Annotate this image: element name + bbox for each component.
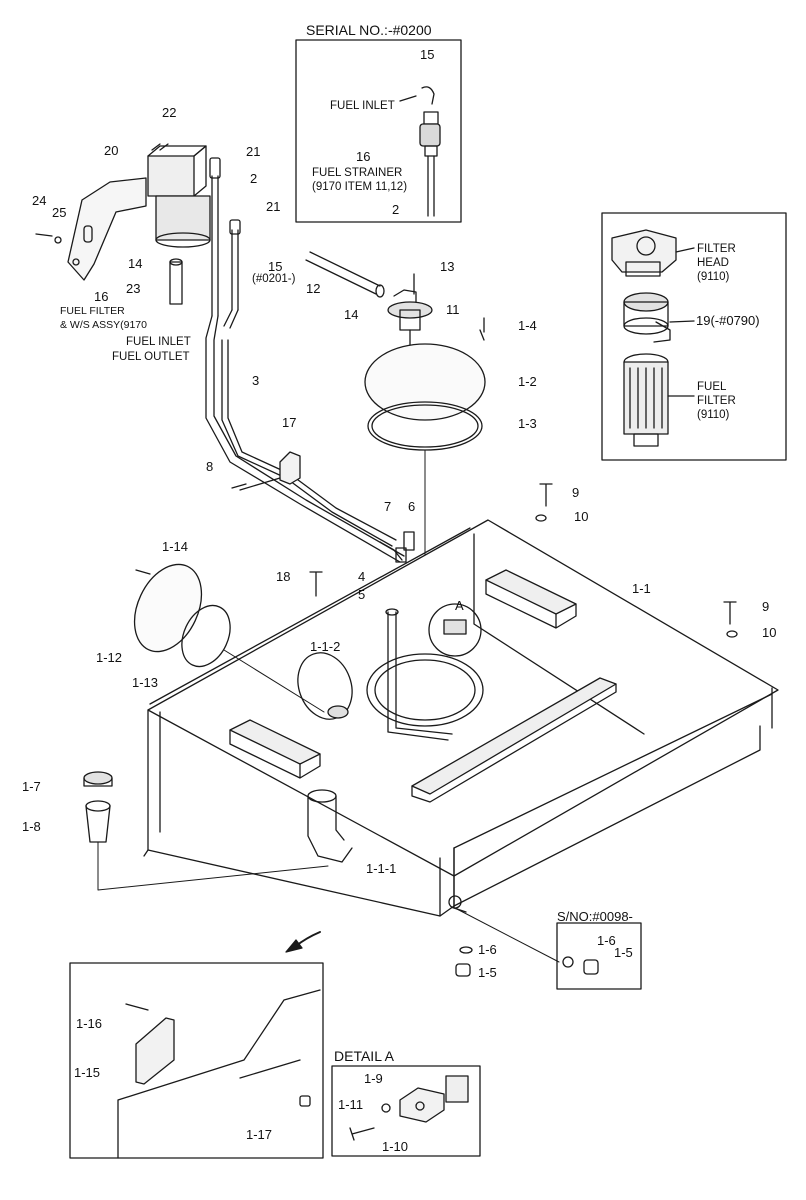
fuel-outlet-label: FUEL OUTLET bbox=[112, 351, 190, 363]
fuel-tank-drawing bbox=[143, 519, 779, 917]
callout-1-13: 1-13 bbox=[132, 675, 159, 690]
detail-a-ref: A bbox=[455, 598, 464, 613]
fuel-filter-assy-label-1: FUEL FILTER bbox=[60, 305, 125, 317]
callout-16-serial: 16 bbox=[356, 149, 371, 164]
fuel-filter-assy-label-2: & W/S ASSY(9170 bbox=[60, 319, 147, 331]
fuel-filter-assembly-drawing bbox=[35, 143, 211, 305]
callout-21-lower: 21 bbox=[266, 199, 281, 214]
callout-12: 12 bbox=[306, 281, 321, 296]
serial-inset-title: SERIAL NO.:-#0200 bbox=[306, 22, 432, 38]
filter-inset-frame bbox=[601, 212, 787, 461]
callout-1-15: 1-15 bbox=[74, 1065, 101, 1080]
fuel-line-3 bbox=[221, 339, 397, 547]
detail-a-inset-frame bbox=[331, 1065, 481, 1157]
serial-fuel-strainer-label: FUEL STRAINER bbox=[312, 167, 403, 179]
callout-16: 16 bbox=[94, 289, 109, 304]
sno-inset-frame bbox=[556, 922, 642, 990]
callout-7: 7 bbox=[384, 499, 392, 514]
detail-bottom-inset-frame bbox=[69, 962, 324, 1159]
callout-1-7: 1-7 bbox=[22, 779, 41, 794]
callout-9-lower: 9 bbox=[762, 599, 770, 614]
fuel-filter-label-1: FUEL bbox=[697, 381, 727, 393]
bottom-detail-drawing bbox=[117, 989, 321, 1159]
cap-strainer-drawing bbox=[83, 771, 329, 891]
callout-21-upper: 21 bbox=[246, 144, 261, 159]
fuel-filter-label-2: FILTER bbox=[697, 395, 736, 407]
callout-6: 6 bbox=[408, 499, 416, 514]
callout-1-9: 1-9 bbox=[364, 1071, 383, 1086]
clamp-17 bbox=[279, 451, 301, 485]
bolts bbox=[135, 483, 738, 638]
callout-1-14: 1-14 bbox=[162, 539, 189, 554]
callout-1-4: 1-4 bbox=[518, 318, 537, 333]
cover-plate-1-2 bbox=[364, 343, 486, 421]
callout-17: 17 bbox=[282, 415, 297, 430]
callout-1-10: 1-10 bbox=[382, 1139, 409, 1154]
detail-a-drawing bbox=[349, 1075, 469, 1141]
callout-15: 15 bbox=[268, 259, 283, 274]
callout-2-serial: 2 bbox=[392, 202, 400, 217]
callout-24: 24 bbox=[32, 193, 47, 208]
serial-inset-frame bbox=[295, 39, 462, 223]
sno-inset-title: S/NO:#0098- bbox=[557, 909, 633, 924]
callout-4: 4 bbox=[358, 569, 366, 584]
callout-1-12: 1-12 bbox=[96, 650, 123, 665]
serial-fuel-inlet-label: FUEL INLET bbox=[330, 100, 395, 112]
fuel-inlet-label: FUEL INLET bbox=[126, 336, 191, 348]
fuel-line-2 bbox=[205, 157, 405, 563]
callout-1-2: 1-2 bbox=[518, 374, 537, 389]
callout-1-3: 1-3 bbox=[518, 416, 537, 431]
filter-head-label-2: HEAD bbox=[697, 257, 729, 269]
callout-1-8: 1-8 bbox=[22, 819, 41, 834]
filter-head-label-1: FILTER bbox=[697, 243, 736, 255]
fuel-filter-canister-drawing bbox=[623, 353, 695, 447]
callout-1-1-2: 1-1-2 bbox=[310, 639, 341, 654]
callout-10-upper: 10 bbox=[574, 509, 589, 524]
callout-19: 19(-#0790) bbox=[696, 313, 760, 328]
callout-18: 18 bbox=[276, 569, 291, 584]
callout-3: 3 bbox=[252, 373, 260, 388]
callout-1-6-sno: 1-6 bbox=[597, 933, 616, 948]
filter-head-drawing bbox=[611, 229, 695, 277]
callout-23: 23 bbox=[126, 281, 141, 296]
sender-unit-11 bbox=[387, 273, 433, 369]
callout-13: 13 bbox=[440, 259, 455, 274]
callout-1-1: 1-1 bbox=[632, 581, 651, 596]
gasket-1-13 bbox=[181, 604, 231, 668]
filter-element-drawing bbox=[623, 292, 695, 343]
fuel-filter-label-3: (9110) bbox=[697, 409, 730, 421]
callout-10-lower: 10 bbox=[762, 625, 777, 640]
serial-fuel-strainer-note: (9170 ITEM 11,12) bbox=[312, 181, 408, 193]
callout-14-right: 14 bbox=[344, 307, 359, 322]
callout-1-16: 1-16 bbox=[76, 1016, 103, 1031]
filter-head-label-3: (9110) bbox=[697, 271, 730, 283]
detail-a-title: DETAIL A bbox=[334, 1048, 394, 1064]
hose-12 bbox=[305, 251, 385, 298]
callout-2: 2 bbox=[250, 171, 258, 186]
callout-11: 11 bbox=[446, 302, 460, 317]
callout-1-1-1: 1-1-1 bbox=[366, 861, 397, 876]
serial-note-15: (#0201-) bbox=[252, 273, 296, 285]
callout-1-6: 1-6 bbox=[478, 942, 497, 957]
callout-1-17: 1-17 bbox=[246, 1127, 273, 1142]
callout-9-upper: 9 bbox=[572, 485, 580, 500]
callout-20: 20 bbox=[104, 143, 119, 158]
callout-22: 22 bbox=[162, 105, 177, 120]
callout-1-11: 1-11 bbox=[338, 1097, 364, 1112]
callout-25: 25 bbox=[52, 205, 67, 220]
callout-8: 8 bbox=[206, 459, 214, 474]
callout-15-serial: 15 bbox=[420, 47, 435, 62]
fuel-strainer-drawing bbox=[399, 86, 441, 217]
callout-1-5-sno: 1-5 bbox=[614, 945, 633, 960]
fuel-line-15 bbox=[223, 219, 241, 329]
callout-14-left: 14 bbox=[128, 256, 143, 271]
callout-5: 5 bbox=[358, 587, 366, 602]
callout-1-5: 1-5 bbox=[478, 965, 497, 980]
